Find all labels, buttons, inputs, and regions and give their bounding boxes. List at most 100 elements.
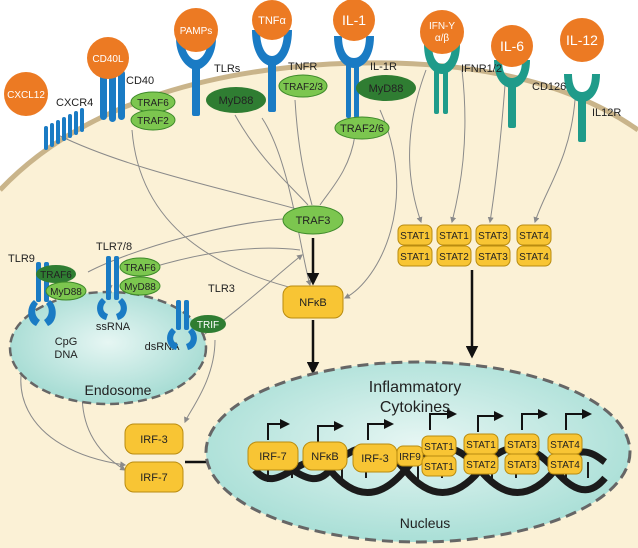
ligand-ifn: IFN-Y α/β	[420, 10, 464, 54]
ifnr-receptor	[424, 44, 460, 114]
cpg-label: CpG	[55, 336, 78, 348]
stat4-c4a: STAT4	[519, 231, 549, 242]
stat2-n2b: STAT2	[466, 460, 496, 471]
tnfa-text: TNFα	[258, 15, 286, 27]
stat1-c2a: STAT1	[439, 231, 469, 242]
tlrs-receptor	[176, 38, 216, 116]
traf26-text: TRAF2/6	[340, 123, 384, 135]
cd40-receptor	[100, 68, 125, 122]
traf23-text: TRAF2/3	[283, 82, 323, 93]
cxcr4-receptor	[44, 108, 84, 150]
il1r-label: IL-1R	[370, 61, 397, 73]
stat3-c3a: STAT3	[478, 231, 508, 242]
myd88-il1r-text: MyD88	[369, 83, 404, 95]
tlrs-label: TLRs	[214, 63, 241, 75]
myd88-tlr78-text: MyD88	[124, 282, 156, 293]
cd40l-text: CD40L	[92, 54, 124, 65]
ligand-cxcl12: CXCL12	[4, 72, 48, 116]
il12r-label: IL12R	[592, 107, 621, 119]
ssrna-label: ssRNA	[96, 321, 131, 333]
ligand-il1: IL-1	[333, 0, 375, 41]
signal-lines	[20, 69, 576, 471]
cd126-receptor	[494, 60, 530, 128]
tlr78-label: TLR7/8	[96, 241, 132, 253]
tnfr-label: TNFR	[288, 61, 317, 73]
ligand-il6: IL-6	[491, 25, 533, 67]
transcription-arrows	[267, 409, 592, 442]
il12r-receptor	[564, 74, 600, 142]
stat1-c1b: STAT1	[400, 252, 430, 263]
stat3-n3a: STAT3	[507, 440, 537, 451]
dna-label: DNA	[54, 349, 78, 361]
stat4-n4a: STAT4	[550, 440, 580, 451]
ligand-tnfa: TNFα	[252, 0, 292, 40]
cd40-label: CD40	[126, 75, 154, 87]
myd88-tlr9-text: MyD88	[50, 287, 82, 298]
ifn-text-line2: α/β	[435, 33, 450, 44]
traf23-tnfr: TRAF2/3	[278, 74, 328, 98]
pamps-text: PAMPs	[180, 26, 213, 37]
tlr3-label: TLR3	[208, 283, 235, 295]
stat3-c3b: STAT3	[478, 252, 508, 263]
ifnr-label: IFNR1/2	[461, 63, 502, 75]
nfkb-nucleus-text: NFκB	[311, 451, 339, 463]
ligand-il12: IL-12	[560, 18, 604, 62]
traf6-tlr9: TRAF6	[36, 265, 76, 283]
tlr78-receptor	[97, 256, 127, 320]
cytokines-label-line1: Inflammatory	[369, 379, 461, 396]
myd88-tlr78: MyD88	[119, 276, 161, 296]
irf7-cytoplasm: IRF-7	[124, 461, 184, 493]
myd88-tlrs: MyD88	[206, 87, 266, 113]
nfkb-cytoplasm: NFκB	[282, 285, 344, 319]
nucleus-label: Nucleus	[400, 515, 451, 531]
irf3-cytoplasm: IRF-3	[124, 423, 184, 455]
ligand-pamps: PAMPs	[174, 8, 218, 52]
irf7-nucleus-text: IRF-7	[259, 451, 287, 463]
cell-membrane	[0, 60, 638, 192]
cxcr4-label: CXCR4	[56, 97, 93, 109]
irf3-nucleus-text: IRF-3	[361, 453, 389, 465]
il1r-receptor	[334, 36, 374, 118]
trif-tlr3: TRIF	[190, 315, 226, 333]
traf3-text: TRAF3	[296, 215, 331, 227]
il1-text: IL-1	[342, 12, 366, 28]
irf7-cytoplasm-text: IRF-7	[140, 472, 168, 484]
traf6-cd40-text: TRAF6	[137, 98, 169, 109]
traf2-cd40-text: TRAF2	[137, 116, 169, 127]
nfkb-cytoplasm-text: NFκB	[299, 297, 327, 309]
irf3-cytoplasm-text: IRF-3	[140, 434, 168, 446]
traf6-cd40: TRAF6	[130, 91, 176, 113]
myd88-il1r: MyD88	[356, 75, 416, 101]
cxcl12-text: CXCL12	[7, 90, 45, 101]
nuclear-factors: IRF-7 NFκB IRF-3 IRF9 STAT1 STAT1 STAT1 …	[247, 433, 583, 477]
stat1-n1a: STAT1	[424, 442, 454, 453]
tlr3-receptor	[167, 300, 197, 350]
stat3-n3b: STAT3	[507, 460, 537, 471]
ifn-text-line1: IFN-Y	[429, 21, 455, 32]
myd88-tlrs-text: MyD88	[219, 95, 254, 107]
myd88-tlr9: MyD88	[45, 281, 87, 301]
irf9-nucleus-text: IRF9	[399, 452, 421, 463]
trif-text: TRIF	[197, 320, 219, 331]
traf3-node: TRAF3	[282, 205, 344, 235]
endosome-label: Endosome	[85, 382, 152, 398]
tnfr-receptor	[252, 30, 292, 112]
stat4-n4b: STAT4	[550, 460, 580, 471]
cd126-label: CD126	[532, 81, 566, 93]
traf6-tlr78-text: TRAF6	[124, 263, 156, 274]
stat1-n1b: STAT1	[424, 462, 454, 473]
traf6-tlr78: TRAF6	[119, 257, 161, 277]
traf26-il1r: TRAF2/6	[334, 116, 390, 140]
ligand-cd40l: CD40L	[87, 37, 129, 79]
il12-text: IL-12	[566, 32, 598, 48]
cytokines-label-line2: Cytokines	[380, 399, 450, 416]
il6-text: IL-6	[500, 38, 524, 54]
stat-dimers-cytoplasm: STAT1 STAT1 STAT1 STAT2 STAT3 STAT3 STAT…	[397, 224, 552, 267]
stat1-c1a: STAT1	[400, 231, 430, 242]
traf6-tlr9-text: TRAF6	[40, 270, 72, 281]
tlr9-label: TLR9	[8, 253, 35, 265]
stat1-n2a: STAT1	[466, 440, 496, 451]
stat4-c4b: STAT4	[519, 252, 549, 263]
